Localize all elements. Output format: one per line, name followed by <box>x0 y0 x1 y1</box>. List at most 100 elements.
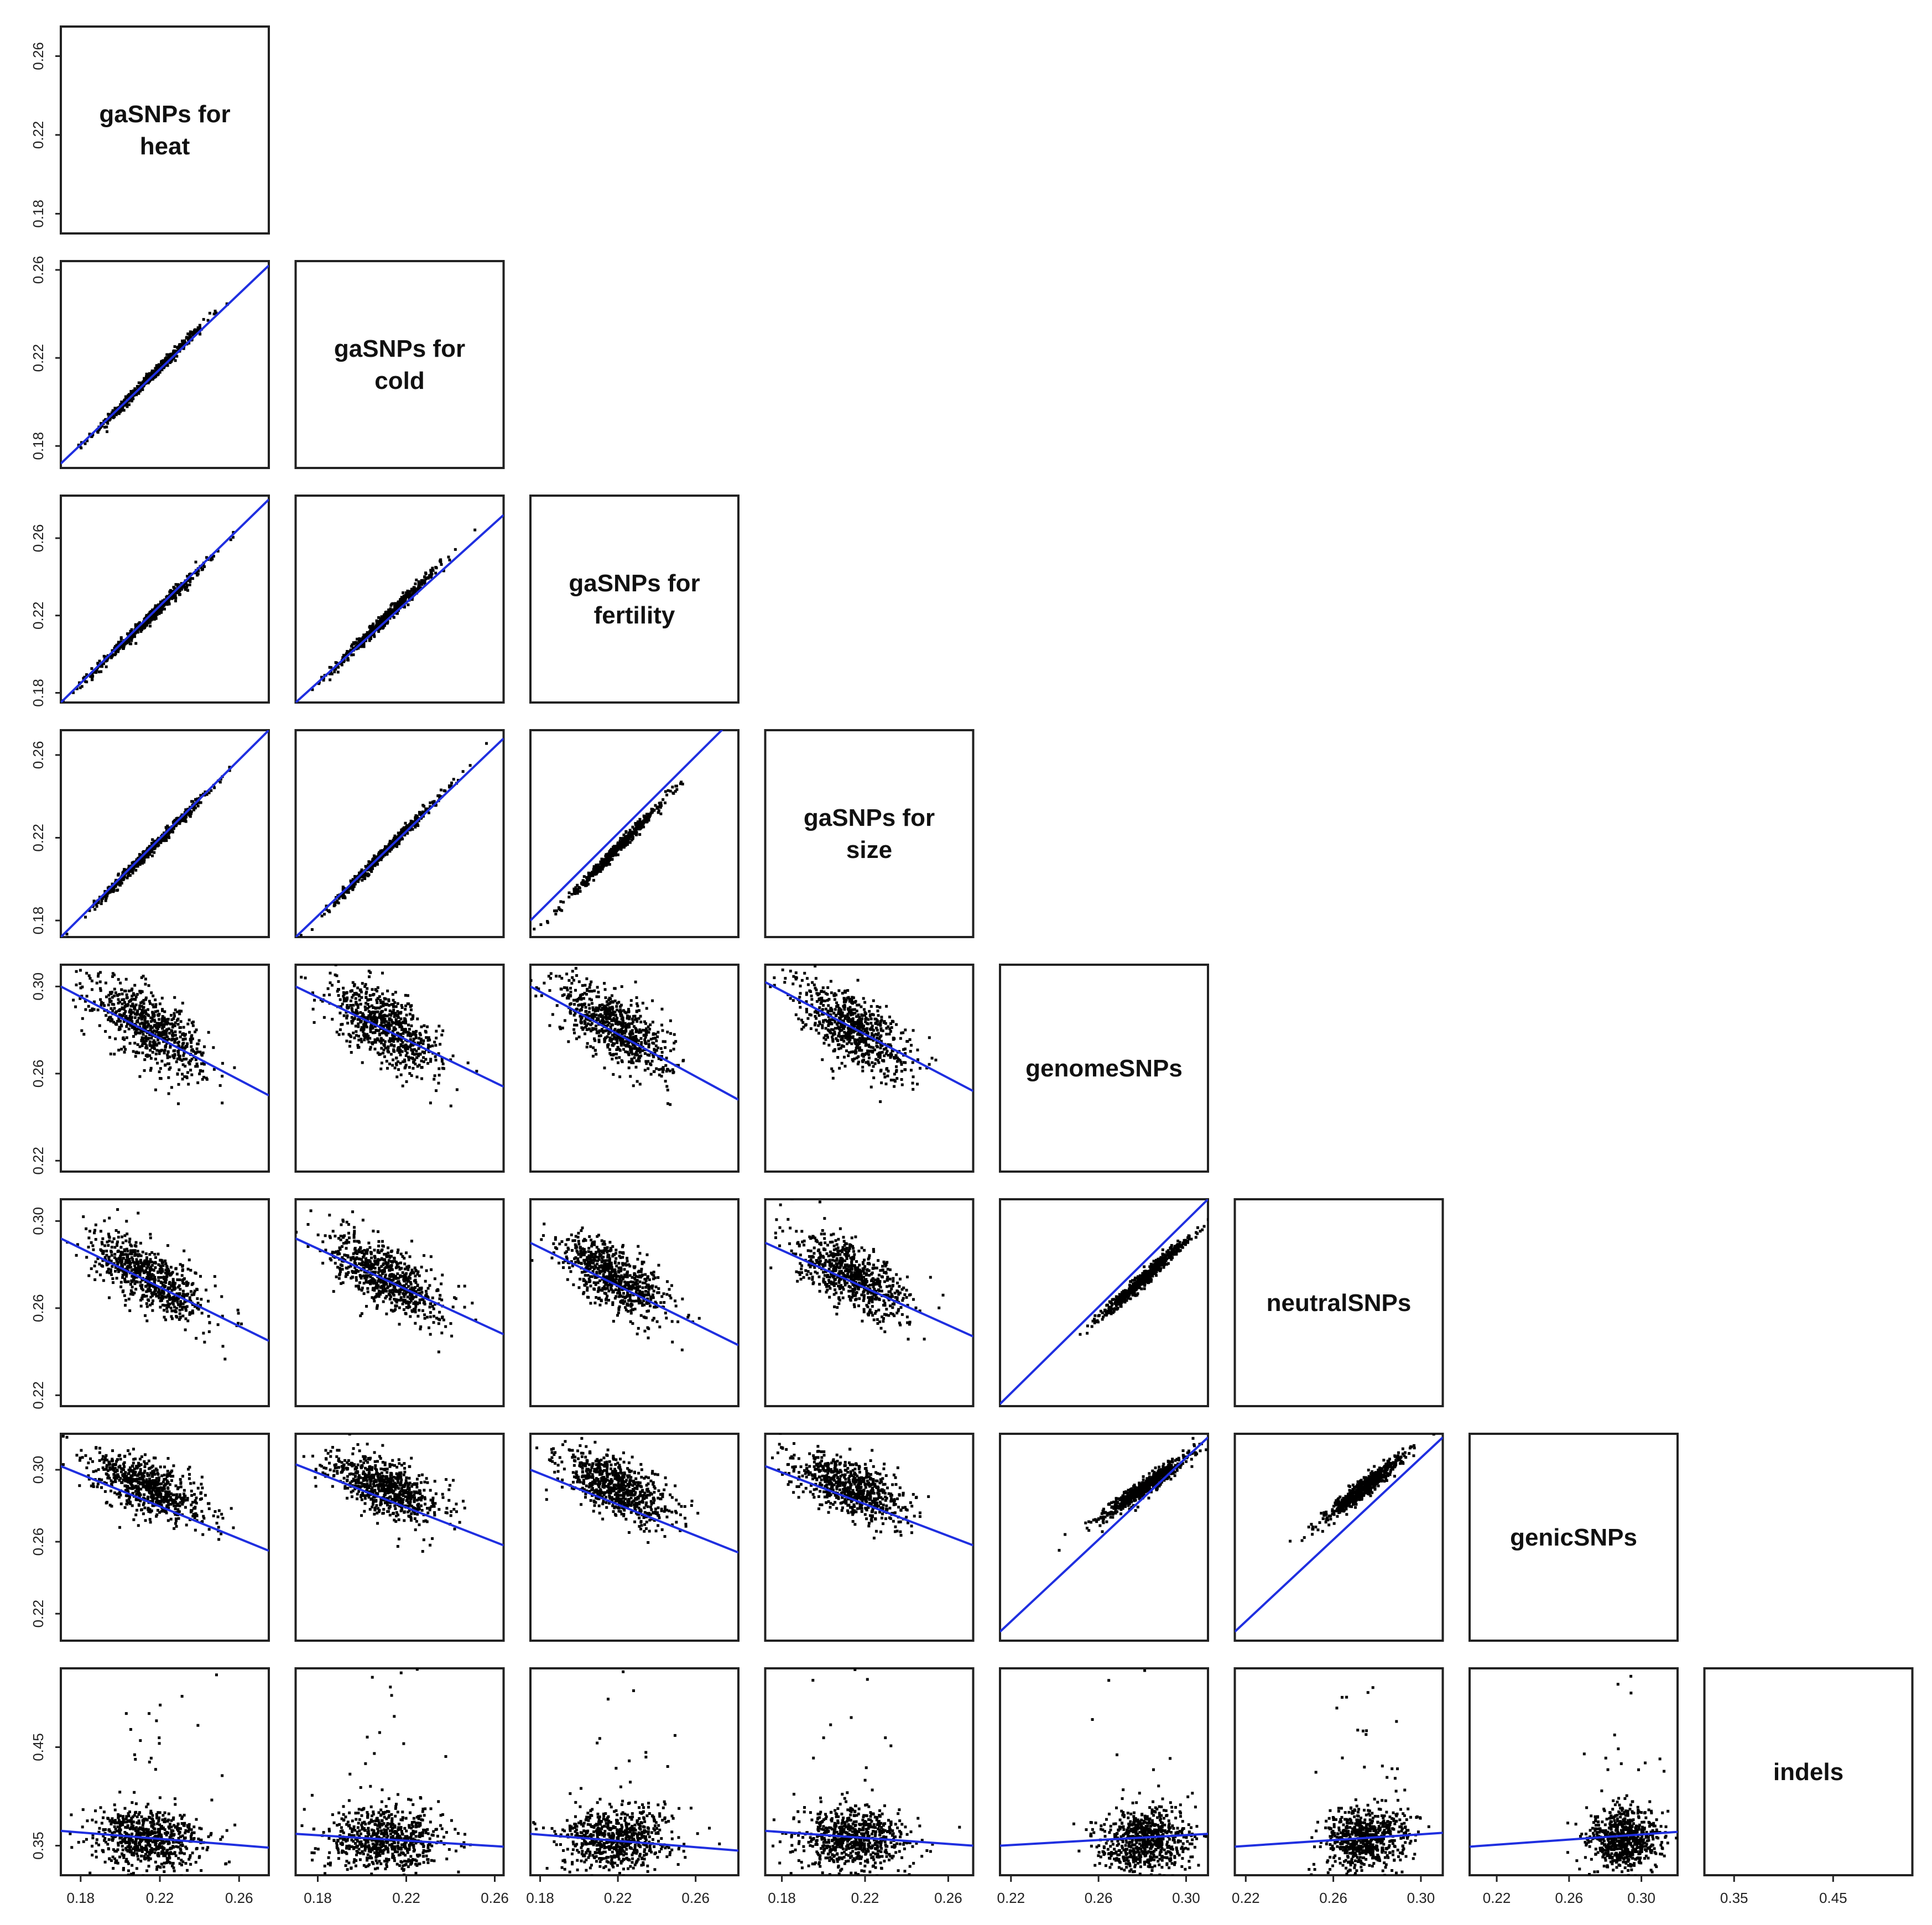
data-point <box>123 404 126 407</box>
data-point <box>630 1050 633 1054</box>
data-point <box>72 691 75 694</box>
data-point <box>408 1072 412 1075</box>
data-point <box>124 1003 127 1007</box>
data-point <box>566 988 569 992</box>
data-point <box>604 1016 607 1019</box>
data-point <box>413 1048 416 1051</box>
data-point <box>190 1045 193 1048</box>
data-point <box>439 788 442 792</box>
data-point <box>194 807 197 810</box>
data-point <box>151 371 154 374</box>
data-point <box>65 933 69 936</box>
data-point <box>439 1043 442 1046</box>
data-point <box>380 1021 383 1024</box>
data-point <box>452 778 455 781</box>
data-point <box>368 1037 372 1040</box>
data-point <box>588 986 591 989</box>
data-point <box>330 984 334 987</box>
data-point <box>151 838 154 841</box>
data-point <box>624 840 627 843</box>
data-point <box>403 1058 407 1062</box>
data-point <box>603 1021 607 1024</box>
data-point <box>114 878 118 882</box>
data-point <box>661 1070 664 1074</box>
data-point <box>631 1032 634 1036</box>
data-point <box>176 1072 179 1075</box>
data-point <box>419 811 423 814</box>
data-point <box>394 1005 398 1008</box>
data-point <box>407 590 410 594</box>
data-point <box>633 1014 637 1018</box>
data-point <box>622 837 625 840</box>
data-point <box>585 1028 589 1031</box>
data-point <box>416 1041 420 1044</box>
data-point <box>165 1033 168 1036</box>
data-point <box>132 1005 135 1008</box>
data-point <box>192 807 196 810</box>
data-point <box>131 871 134 875</box>
panel-frame <box>764 729 975 938</box>
data-point <box>169 1066 172 1069</box>
scatter-panel-1-0 <box>60 260 270 469</box>
data-point <box>548 1024 551 1027</box>
data-point <box>373 635 376 638</box>
data-point <box>163 360 166 363</box>
data-point <box>190 1038 193 1042</box>
data-point <box>618 846 621 849</box>
data-point <box>399 831 403 834</box>
data-point <box>416 1065 419 1068</box>
data-point <box>598 1005 601 1008</box>
data-point <box>666 1102 670 1105</box>
data-point <box>660 1055 663 1058</box>
data-point <box>615 845 618 848</box>
data-point <box>374 988 377 991</box>
data-point <box>127 865 131 868</box>
data-point <box>610 858 613 861</box>
data-point <box>595 863 598 867</box>
data-point <box>336 899 339 903</box>
data-point <box>384 1047 387 1050</box>
data-point <box>618 1075 622 1079</box>
data-point <box>112 994 116 997</box>
data-point <box>373 1012 376 1016</box>
data-point <box>197 1039 201 1042</box>
data-point <box>182 1058 185 1061</box>
data-point <box>390 1018 393 1022</box>
data-point <box>399 1017 403 1021</box>
data-point <box>195 803 199 806</box>
data-point <box>557 906 560 909</box>
data-point <box>658 805 661 809</box>
data-point <box>116 1019 119 1023</box>
data-point <box>188 337 191 341</box>
data-point <box>208 311 211 315</box>
data-point <box>152 615 155 618</box>
data-point <box>132 1011 135 1014</box>
data-point <box>114 645 117 648</box>
data-point <box>161 1009 164 1012</box>
data-point <box>591 1014 594 1017</box>
data-point <box>216 549 220 553</box>
point-cloud <box>533 781 684 931</box>
data-point <box>629 1031 632 1034</box>
data-point <box>122 644 126 648</box>
data-point <box>375 856 378 859</box>
data-point <box>403 605 406 608</box>
data-point <box>121 998 124 1001</box>
data-point <box>390 840 394 844</box>
data-point <box>145 853 148 856</box>
data-point <box>117 998 120 1001</box>
data-point <box>337 897 341 900</box>
data-point <box>199 1069 202 1073</box>
data-point <box>81 1017 84 1020</box>
data-point <box>367 1014 371 1017</box>
regression-line <box>295 737 504 937</box>
data-point <box>345 999 348 1002</box>
data-point <box>402 1028 405 1032</box>
data-point <box>88 909 91 912</box>
data-point <box>145 1038 148 1041</box>
data-point <box>190 810 193 813</box>
data-point <box>666 1068 669 1071</box>
data-point <box>572 887 576 891</box>
data-point <box>680 781 683 784</box>
data-point <box>172 827 175 830</box>
